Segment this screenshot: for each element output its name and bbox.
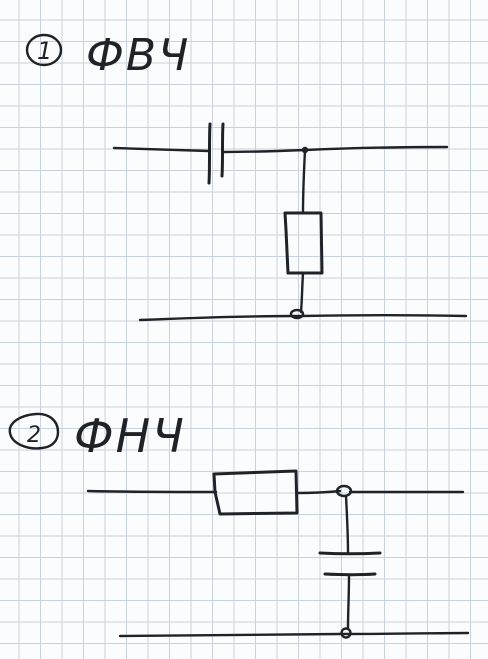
circuit-1-capacitor-plate-left [207,122,212,185]
circuit-1-resistor [283,211,324,275]
circuit-1-vertical-wire-bottom [299,271,305,314]
circuit-2-wire-resistor-to-node [295,489,342,495]
circuit-2-capacitor-plate-top [318,551,382,556]
circuit-1-top-wire-middle [221,148,307,154]
section-2-low-pass-filter: 2 ФНЧ [8,409,470,639]
circuit-1-vertical-wire-top [301,148,307,214]
circuit-1-top-wire-right [303,145,449,152]
circuit-2-top-wire-left [86,489,218,494]
circuit-2-resistor [212,469,299,516]
section-1-number: 1 [37,37,52,65]
circuit-1-capacitor-plate-right [220,122,225,178]
circle-number-1-outline [25,33,63,67]
section-2-heading: 2 ФНЧ [8,409,186,463]
section-1-title: ФВЧ [86,30,190,81]
circuit-1-top-wire-left [112,146,211,153]
section-2-title: ФНЧ [74,409,186,463]
circuit-2-capacitor-plate-bottom [323,572,377,577]
circuit-2-vertical-wire-bottom [346,573,351,630]
circuit-1-bottom-wire [138,314,468,322]
circuit-1-diagram [112,122,468,322]
circuit-2-bottom-wire [118,631,470,638]
section-1-high-pass-filter: 1 ФВЧ [25,30,468,322]
circuit-2-diagram [86,469,470,639]
circuit-2-vertical-wire-top [344,494,350,555]
circuit-1-bottom-node [289,308,305,320]
section-1-heading: 1 ФВЧ [25,30,190,81]
section-2-number: 2 [27,423,41,448]
circle-number-2-outline [8,412,60,450]
